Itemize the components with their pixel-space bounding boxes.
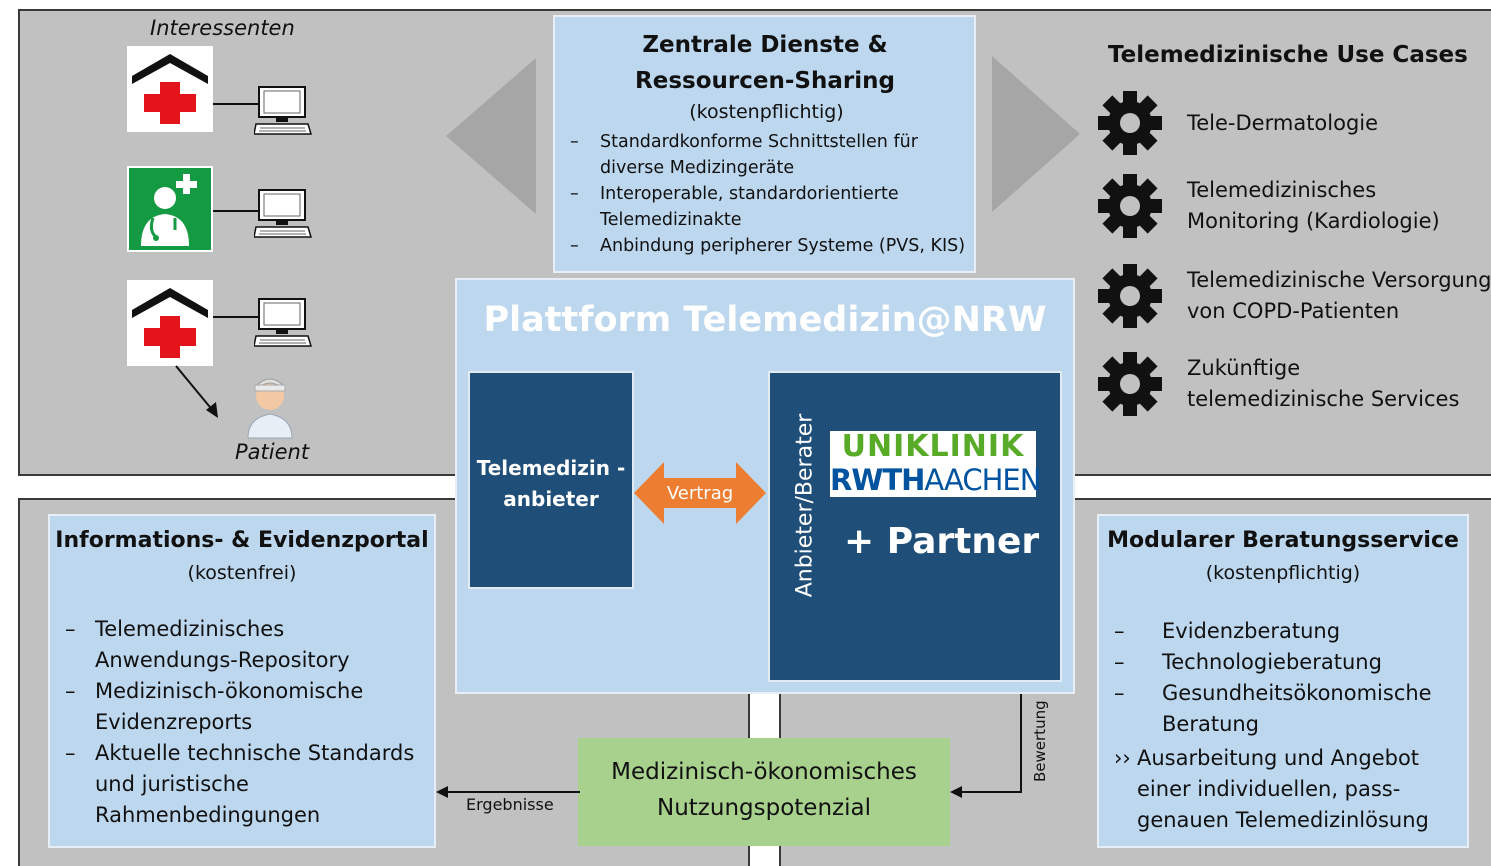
info-portal-cost: (kostenfrei) xyxy=(187,562,297,584)
usecases-title: Telemedizinische Use Cases xyxy=(1108,42,1468,68)
patient-label: Patient xyxy=(235,440,310,464)
central-services-list: Standardkonforme Schnittstellen für dive… xyxy=(570,129,970,259)
computer-icon xyxy=(254,86,312,135)
contract-label: Vertrag xyxy=(666,483,734,504)
central-services-item: Anbindung peripherer Systeme (PVS, KIS) xyxy=(570,233,970,259)
platform-title: Plattform Telemedizin@NRW xyxy=(483,300,1047,340)
partner-label: + Partner xyxy=(844,521,1040,562)
gear-icon xyxy=(1098,264,1162,328)
provider-label: Telemedizin -anbieter xyxy=(476,456,626,511)
patient-icon xyxy=(247,378,293,439)
beratung-item: Technologieberatung xyxy=(1114,647,1464,678)
gear-icon xyxy=(1098,91,1162,155)
nutzung-label: Medizinisch-ökonomisches Nutzungspotenzi… xyxy=(611,759,917,821)
beratung-item: Gesundheitsökonomische Beratung xyxy=(1114,678,1464,740)
central-services-cost: (kostenpflichtig) xyxy=(689,101,844,123)
ergebnisse-label: Ergebnisse xyxy=(466,795,554,814)
info-portal-title: Informations- & Evidenzportal xyxy=(55,528,429,553)
usecase-label: Tele-Dermatologie xyxy=(1187,110,1379,135)
connector-line xyxy=(213,210,258,212)
doctor-sign-icon xyxy=(127,166,213,252)
advisor-box: Anbieter/Berater UNIKLINIK RWTHAACHEN + … xyxy=(768,371,1062,682)
beratung-box: Modularer Beratungsservice (kostenpflich… xyxy=(1097,514,1469,848)
connector-line xyxy=(213,103,258,105)
info-portal-box: Informations- & Evidenzportal (kostenfre… xyxy=(48,514,436,848)
beratung-cost: (kostenpflichtig) xyxy=(1205,562,1361,584)
usecase-label: Telemedizinisches Monitoring (Kardiologi… xyxy=(1187,178,1440,233)
computer-icon xyxy=(254,189,312,238)
ergebnisse-arrow-icon xyxy=(436,786,580,798)
info-portal-list: Telemedizinisches Anwendungs-Repository … xyxy=(65,614,425,831)
triangle-right-icon xyxy=(992,56,1080,212)
provider-box: Telemedizin -anbieter xyxy=(468,371,634,589)
central-services-item: Interoperable, standardorientierte Telem… xyxy=(570,181,970,233)
hospital-icon xyxy=(127,46,213,132)
beratung-item: Evidenzberatung xyxy=(1114,616,1464,647)
nutzung-box: Medizinisch-ökonomisches Nutzungspotenzi… xyxy=(578,738,950,846)
beratung-extra-marker: ›› xyxy=(1114,746,1131,770)
computer-icon xyxy=(254,298,312,347)
contract-double-arrow-icon xyxy=(634,462,766,524)
beratung-list: Evidenzberatung Technologieberatung Gesu… xyxy=(1114,616,1464,740)
logo-rwth: RWTH xyxy=(830,463,925,497)
usecase-item: Telemedizinische Versorgung von COPD-Pat… xyxy=(1095,262,1491,330)
gear-icon xyxy=(1098,174,1162,238)
logo-line-rwth-aachen: RWTHAACHEN xyxy=(830,463,1041,497)
usecase-item: Tele-Dermatologie xyxy=(1095,89,1487,157)
interessenten-label: Interessenten xyxy=(150,16,295,40)
bewertung-arrow-icon xyxy=(950,682,1022,798)
central-services-box: Zentrale Dienste & Ressourcen-Sharing (k… xyxy=(553,15,976,273)
gear-icon xyxy=(1098,352,1162,416)
beratung-title: Modularer Beratungsservice xyxy=(1107,528,1459,553)
usecase-item: Zukünftige telemedizinische Services xyxy=(1095,350,1477,418)
usecase-item: Telemedizinisches Monitoring (Kardiologi… xyxy=(1095,172,1457,240)
bewertung-label: Bewertung xyxy=(1031,700,1049,782)
central-services-item: Standardkonforme Schnittstellen für dive… xyxy=(570,129,970,181)
advisor-vertical-label: Anbieter/Berater xyxy=(792,413,818,598)
uniklinik-logo: UNIKLINIK RWTHAACHEN xyxy=(830,429,1041,497)
logo-aachen: AACHEN xyxy=(924,463,1041,497)
info-portal-item: Medizinisch-ökonomische Evidenzreports xyxy=(65,676,425,738)
beratung-extra: Ausarbeitung und Angebot einer individue… xyxy=(1137,746,1429,832)
info-portal-item: Telemedizinisches Anwendungs-Repository xyxy=(65,614,425,676)
triangle-left-icon xyxy=(446,58,536,214)
central-services-title: Zentrale Dienste & Ressourcen-Sharing xyxy=(635,32,895,94)
hospital-icon xyxy=(127,280,213,366)
connector-line xyxy=(213,316,258,318)
info-portal-item: Aktuelle technische Standards und jurist… xyxy=(65,738,425,831)
logo-line-uniklinik: UNIKLINIK xyxy=(841,429,1025,464)
arrow-to-patient-icon xyxy=(175,365,218,418)
usecase-label: Zukünftige telemedizinische Services xyxy=(1187,356,1460,411)
usecase-label: Telemedizinische Versorgung von COPD-Pat… xyxy=(1187,268,1491,323)
